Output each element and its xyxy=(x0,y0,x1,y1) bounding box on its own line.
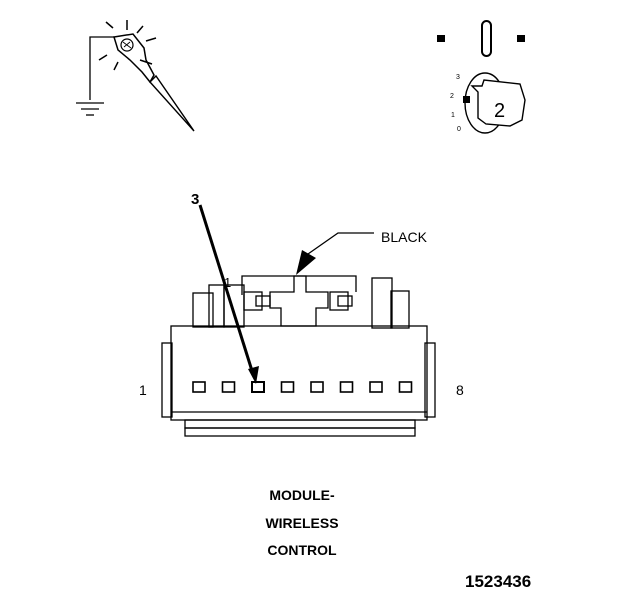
pin-cavity-3 xyxy=(251,381,265,393)
pin-cavity-7 xyxy=(369,381,383,393)
connector-body xyxy=(161,275,436,437)
key-position-label: 1 xyxy=(451,112,455,119)
key-position-label: 0 xyxy=(457,126,461,133)
component-title-line-3: CONTROL xyxy=(267,542,337,558)
black-callout-leader xyxy=(296,232,374,275)
pin-cavity-5 xyxy=(310,381,324,393)
pin-cavities xyxy=(192,381,413,393)
component-title-line-2: WIRELESS xyxy=(265,515,338,531)
pin-cavity-1 xyxy=(192,381,206,393)
pin-cavity-6 xyxy=(339,381,354,393)
key-position-label: 2 xyxy=(450,93,454,100)
pin-last-label: 8 xyxy=(456,382,464,398)
latch-label: 1 xyxy=(224,275,231,290)
ignition-key-icon: 3 2 1 0 2 xyxy=(437,20,526,134)
figure-id: 1523436 xyxy=(465,572,531,591)
key-position-label: 3 xyxy=(456,74,460,81)
pin-3-callout-leader xyxy=(198,204,259,384)
pin-cavity-2 xyxy=(221,381,236,393)
component-title-line-1: MODULE- xyxy=(269,487,335,503)
pin-first-label: 1 xyxy=(139,382,147,398)
key-position-number: 2 xyxy=(494,100,505,122)
pin-cavity-4 xyxy=(280,381,295,393)
connector-color-label: BLACK xyxy=(381,229,428,245)
test-probe-icon xyxy=(76,20,195,132)
pin-callout-number: 3 xyxy=(191,191,199,208)
pin-cavity-8 xyxy=(398,381,413,393)
